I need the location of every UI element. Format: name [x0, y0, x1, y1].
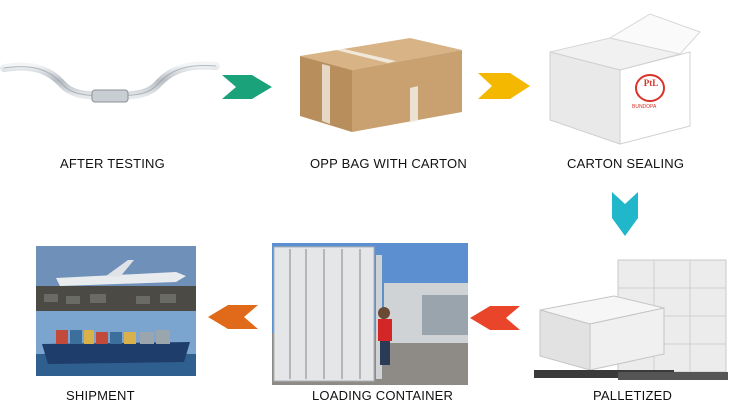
arrow-right-icon	[222, 75, 272, 99]
carton-box-image	[300, 38, 462, 132]
container-photo	[272, 243, 468, 385]
step-label-palletized: PALLETIZED	[593, 388, 673, 403]
step-label-carton-sealing: CARTON SEALING	[567, 156, 685, 171]
pallet-image	[534, 259, 728, 380]
brand-logo: PtL	[637, 78, 665, 88]
step-opp-bag	[290, 28, 470, 136]
step-carton-sealing: PtL BUNDOPA	[540, 8, 710, 150]
arrow-down-icon	[612, 192, 638, 236]
arrow-left-icon	[208, 305, 258, 329]
handlebar-image	[0, 61, 220, 103]
step-palletized	[534, 254, 734, 388]
step-label-opp-bag: OPP BAG WITH CARTON	[310, 156, 467, 171]
sealed-carton-image	[549, 13, 701, 145]
step-loading-container	[272, 243, 468, 385]
arrow-left-icon	[470, 306, 520, 330]
step-label-shipment: SHIPMENT	[66, 388, 135, 403]
step-shipment	[36, 246, 196, 376]
step-label-loading-container: LOADING CONTAINER	[312, 388, 454, 403]
step-after-testing	[0, 40, 220, 120]
shipment-photo	[36, 246, 196, 376]
brand-logo-subtext: BUNDOPA	[632, 104, 657, 110]
step-label-after-testing: AFTER TESTING	[60, 156, 165, 171]
arrow-right-icon	[478, 73, 530, 99]
brand-logo-text: PtL	[643, 78, 659, 88]
